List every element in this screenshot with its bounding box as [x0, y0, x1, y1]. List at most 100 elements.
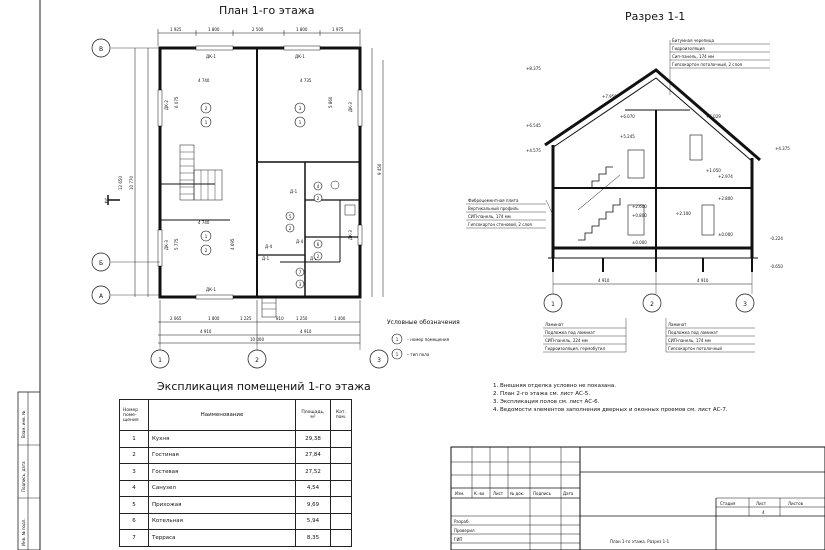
cell-number: 3 [119, 463, 149, 481]
cell-cat [330, 496, 352, 514]
stamp-col: № док. [510, 491, 524, 496]
dk-label: ДК-3 [348, 102, 353, 112]
plan-openings: ДК-1 ДК-1 ДК-1 ДК-2 ДК-3 ДК-3 ДК-3 Д-1 Д… [164, 54, 353, 292]
cell-number: 1 [119, 430, 149, 448]
room-number: 4 [317, 184, 320, 189]
dim-h-1: 6 075 [174, 96, 179, 108]
cell-area: 27,84 [295, 446, 331, 464]
dim-bot3: 10 000 [250, 337, 264, 342]
dim-bot-6: 1 400 [334, 316, 346, 321]
legend: Условные обозначения 1 – номер помещения… [387, 319, 460, 360]
level-mark: +2.100 [676, 211, 691, 216]
title-block [450, 446, 825, 550]
cell-name: Прихожая [148, 496, 296, 514]
room-floor: 2 [317, 254, 320, 259]
level-mark: +6.070 [620, 114, 635, 119]
cell-cat [330, 529, 352, 547]
general-notes: 1. Внешняя отделка условно не показана. … [493, 382, 728, 414]
dim-room-w-3: 4 740 [198, 220, 210, 225]
section-marks: +8.375 +7.950 +6.070 +6.545 +5.245 +6.02… [526, 66, 790, 269]
door-label: Д-1 [262, 256, 270, 261]
legend-floor-type: – тип пола [407, 352, 430, 357]
stamp-col: К.-во [474, 491, 485, 496]
dim-bot-2: 1 800 [208, 316, 220, 321]
cell-area: 27,52 [295, 463, 331, 481]
level-mark: +2.800 [718, 196, 733, 201]
room-floor: 3 [299, 282, 302, 287]
stamp-role: Проверил [454, 528, 475, 533]
explication-title: Экспликация помещений 1-го этажа [157, 380, 371, 393]
door-label: Д-4 [296, 239, 304, 244]
room-markers [200, 102, 323, 289]
stamp-role: Разраб. [454, 519, 470, 524]
section-mark: 1 [104, 198, 108, 205]
table-row: 6 Котельная 5,94 [119, 512, 352, 530]
section-axis-1: 1 [551, 301, 555, 308]
floor1-layer: СИП-панель, 224 мм [545, 338, 588, 343]
cell-area: 29,38 [295, 430, 331, 448]
cell-name: Гостиная [148, 446, 296, 464]
floor1-layer: Гидроизоляция, гермобутил [545, 346, 606, 351]
cell-area: 9,69 [295, 496, 331, 514]
cell-name: Терраса [148, 529, 296, 547]
plan-dimensions: 1 925 1 800 2 500 1 800 1 975 2 065 1 80… [118, 27, 382, 342]
level-mark: ±0.000 [632, 240, 647, 245]
dim-top-1: 1 925 [170, 27, 182, 32]
stamp-col: Дата [563, 491, 574, 496]
table-row: 2 Гостиная 27,84 [119, 446, 352, 464]
stamp-sheet: Лист [756, 501, 767, 506]
room-number: 6 [317, 242, 320, 247]
level-mark: +1.050 [706, 168, 721, 173]
note-2: 2. План 2-го этажа см. лист АС-5. [493, 391, 591, 397]
legend-title: Условные обозначения [387, 319, 460, 326]
axis-col-1: 1 [158, 357, 162, 364]
wall-layer: Гипсокартон стеновой, 2 слоя [468, 222, 532, 227]
legend-room-number: – номер помещения [407, 337, 450, 342]
col-header-cat: Кат. пом. [330, 399, 352, 431]
dim-top-2: 1 800 [208, 27, 220, 32]
dim-bot2-2: 4 910 [300, 329, 312, 334]
stamp-col: Подпись [533, 491, 552, 496]
room-floor: 1 [205, 120, 208, 125]
floor1-layer: Подложка под ламинат [545, 330, 596, 335]
level-mark: -0.650 [770, 264, 783, 269]
table-row: 3 Гостевая 27,52 [119, 463, 352, 481]
dim-left-total2: 12 650 [118, 176, 123, 190]
section-dim-1: 4 910 [598, 278, 610, 283]
cell-cat [330, 512, 352, 530]
col-header-number: Номер поме-щения [119, 399, 149, 431]
floor2-layer: Ламинат [668, 322, 687, 327]
level-mark: ±0.000 [718, 232, 733, 237]
dim-h-4: 4 695 [230, 238, 235, 250]
note-1: 1. Внешняя отделка условно не показана. [493, 383, 616, 389]
level-mark: +8.375 [526, 66, 541, 71]
room-floor: 1 [299, 120, 302, 125]
floor2-layer: Подложка под ламинат [668, 330, 719, 335]
dim-h-2: 5 860 [328, 96, 333, 108]
roof-layer: Гипсокартон потолочный, 2 слоя [672, 62, 743, 67]
room-number: 7 [299, 270, 302, 275]
section-axis-2: 2 [650, 301, 654, 308]
cell-name: Санузел [148, 479, 296, 497]
room-number: 3 [299, 106, 302, 111]
cell-number: 4 [119, 479, 149, 497]
table-row: 5 Прихожая 9,69 [119, 496, 352, 514]
level-mark: +6.545 [526, 123, 541, 128]
room-floor: 2 [205, 248, 208, 253]
cell-name: Кухня [148, 430, 296, 448]
room-floor: 2 [317, 196, 320, 201]
dim-top-5: 1 975 [332, 27, 344, 32]
dim-room-w-1: 4 740 [198, 78, 210, 83]
wall-layer: Вертикальный профиль [468, 206, 519, 211]
section-axes: 1 2 3 4 910 4 910 [543, 278, 755, 313]
wall-layer: СИП-панель, 174 мм [468, 214, 511, 219]
plan-axes: В Б А 1 2 3 1 [91, 38, 389, 369]
explication-table: Номер поме-щения Наименование Площадь, м… [119, 399, 352, 547]
stamp-role: ГИП [454, 537, 462, 542]
cell-area: 8,35 [295, 529, 331, 547]
door-label: Д-1 [290, 189, 298, 194]
roof-layer: Сип-панель, 174 мм [672, 54, 714, 59]
level-mark: +2.600 [632, 204, 647, 209]
dim-left-total: 10 770 [129, 176, 134, 190]
section-layers: Битумная черепица Гидроизоляция Сип-пане… [468, 38, 743, 351]
